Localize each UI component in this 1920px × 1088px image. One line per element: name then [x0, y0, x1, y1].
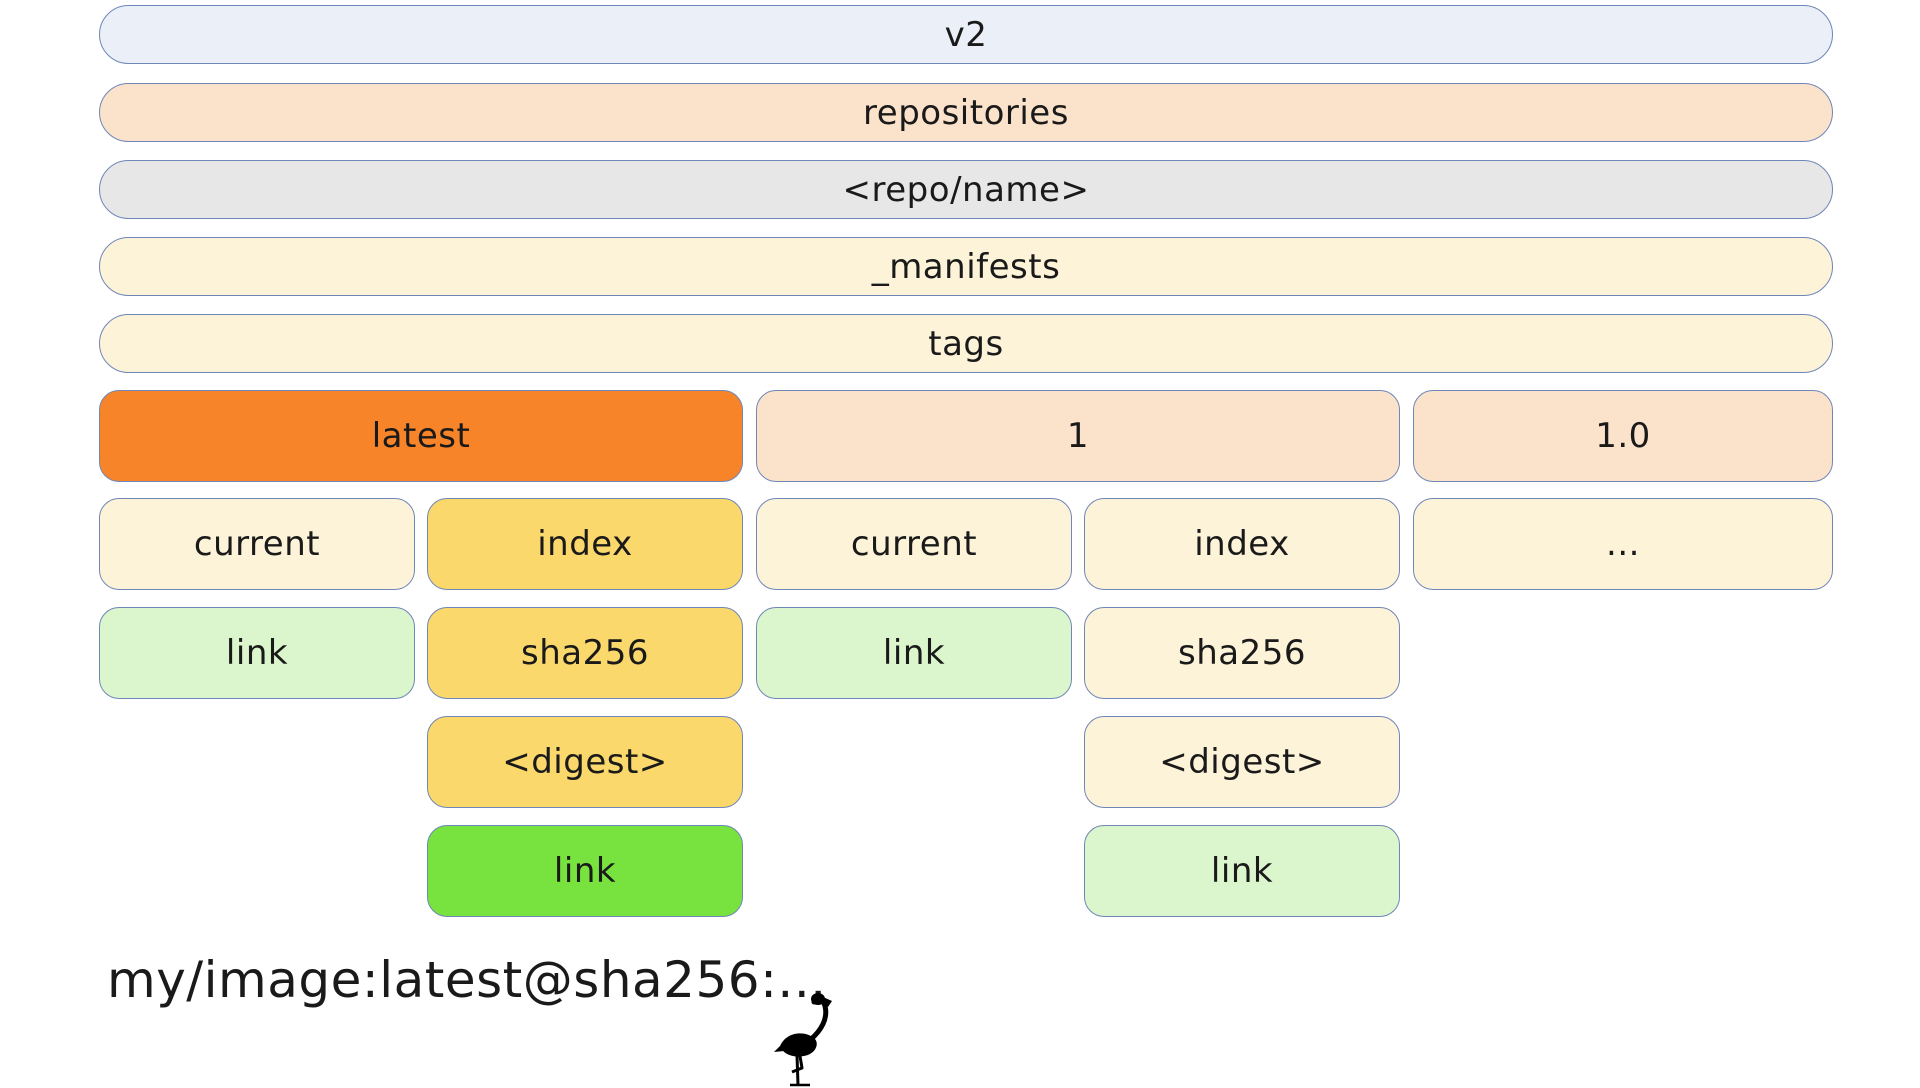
- latest-index-link: link: [427, 825, 743, 917]
- t1-current-link: link: [756, 607, 1072, 699]
- level-repositories: repositories: [99, 83, 1833, 142]
- latest-current: current: [99, 498, 415, 590]
- tag-1: 1: [756, 390, 1400, 482]
- latest-index-digest: <digest>: [427, 716, 743, 808]
- latest-index: index: [427, 498, 743, 590]
- t10-ellipsis: ...: [1413, 498, 1833, 590]
- level-v2: v2: [99, 5, 1833, 64]
- latest-index-sha256: sha256: [427, 607, 743, 699]
- t1-index-sha256: sha256: [1084, 607, 1400, 699]
- t1-index: index: [1084, 498, 1400, 590]
- t1-index-digest: <digest>: [1084, 716, 1400, 808]
- flamingo-icon: [774, 993, 832, 1087]
- image-reference-caption: my/image:latest@sha256:...: [107, 951, 827, 1009]
- level-repo-name: <repo/name>: [99, 160, 1833, 219]
- latest-current-link: link: [99, 607, 415, 699]
- t1-index-link: link: [1084, 825, 1400, 917]
- tag-latest: latest: [99, 390, 743, 482]
- level-tags: tags: [99, 314, 1833, 373]
- t1-current: current: [756, 498, 1072, 590]
- tag-1-0: 1.0: [1413, 390, 1833, 482]
- level-manifests: _manifests: [99, 237, 1833, 296]
